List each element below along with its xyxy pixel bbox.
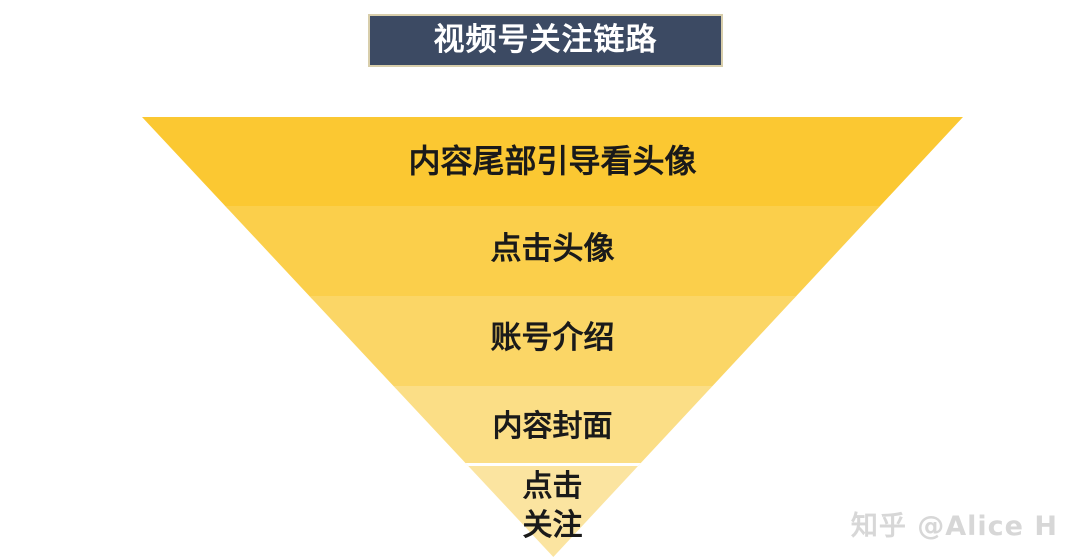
- watermark: 知乎 @Alice H: [850, 511, 1058, 542]
- funnel-band-5: [142, 466, 963, 557]
- page-title: 视频号关注链路: [433, 22, 658, 58]
- funnel-band-4: [142, 386, 963, 466]
- funnel-band-1: [142, 117, 963, 209]
- title-banner: 视频号关注链路: [368, 14, 723, 67]
- funnel-diagram: [142, 117, 963, 557]
- funnel-band-3: [142, 296, 963, 389]
- funnel-band-2: [142, 206, 963, 299]
